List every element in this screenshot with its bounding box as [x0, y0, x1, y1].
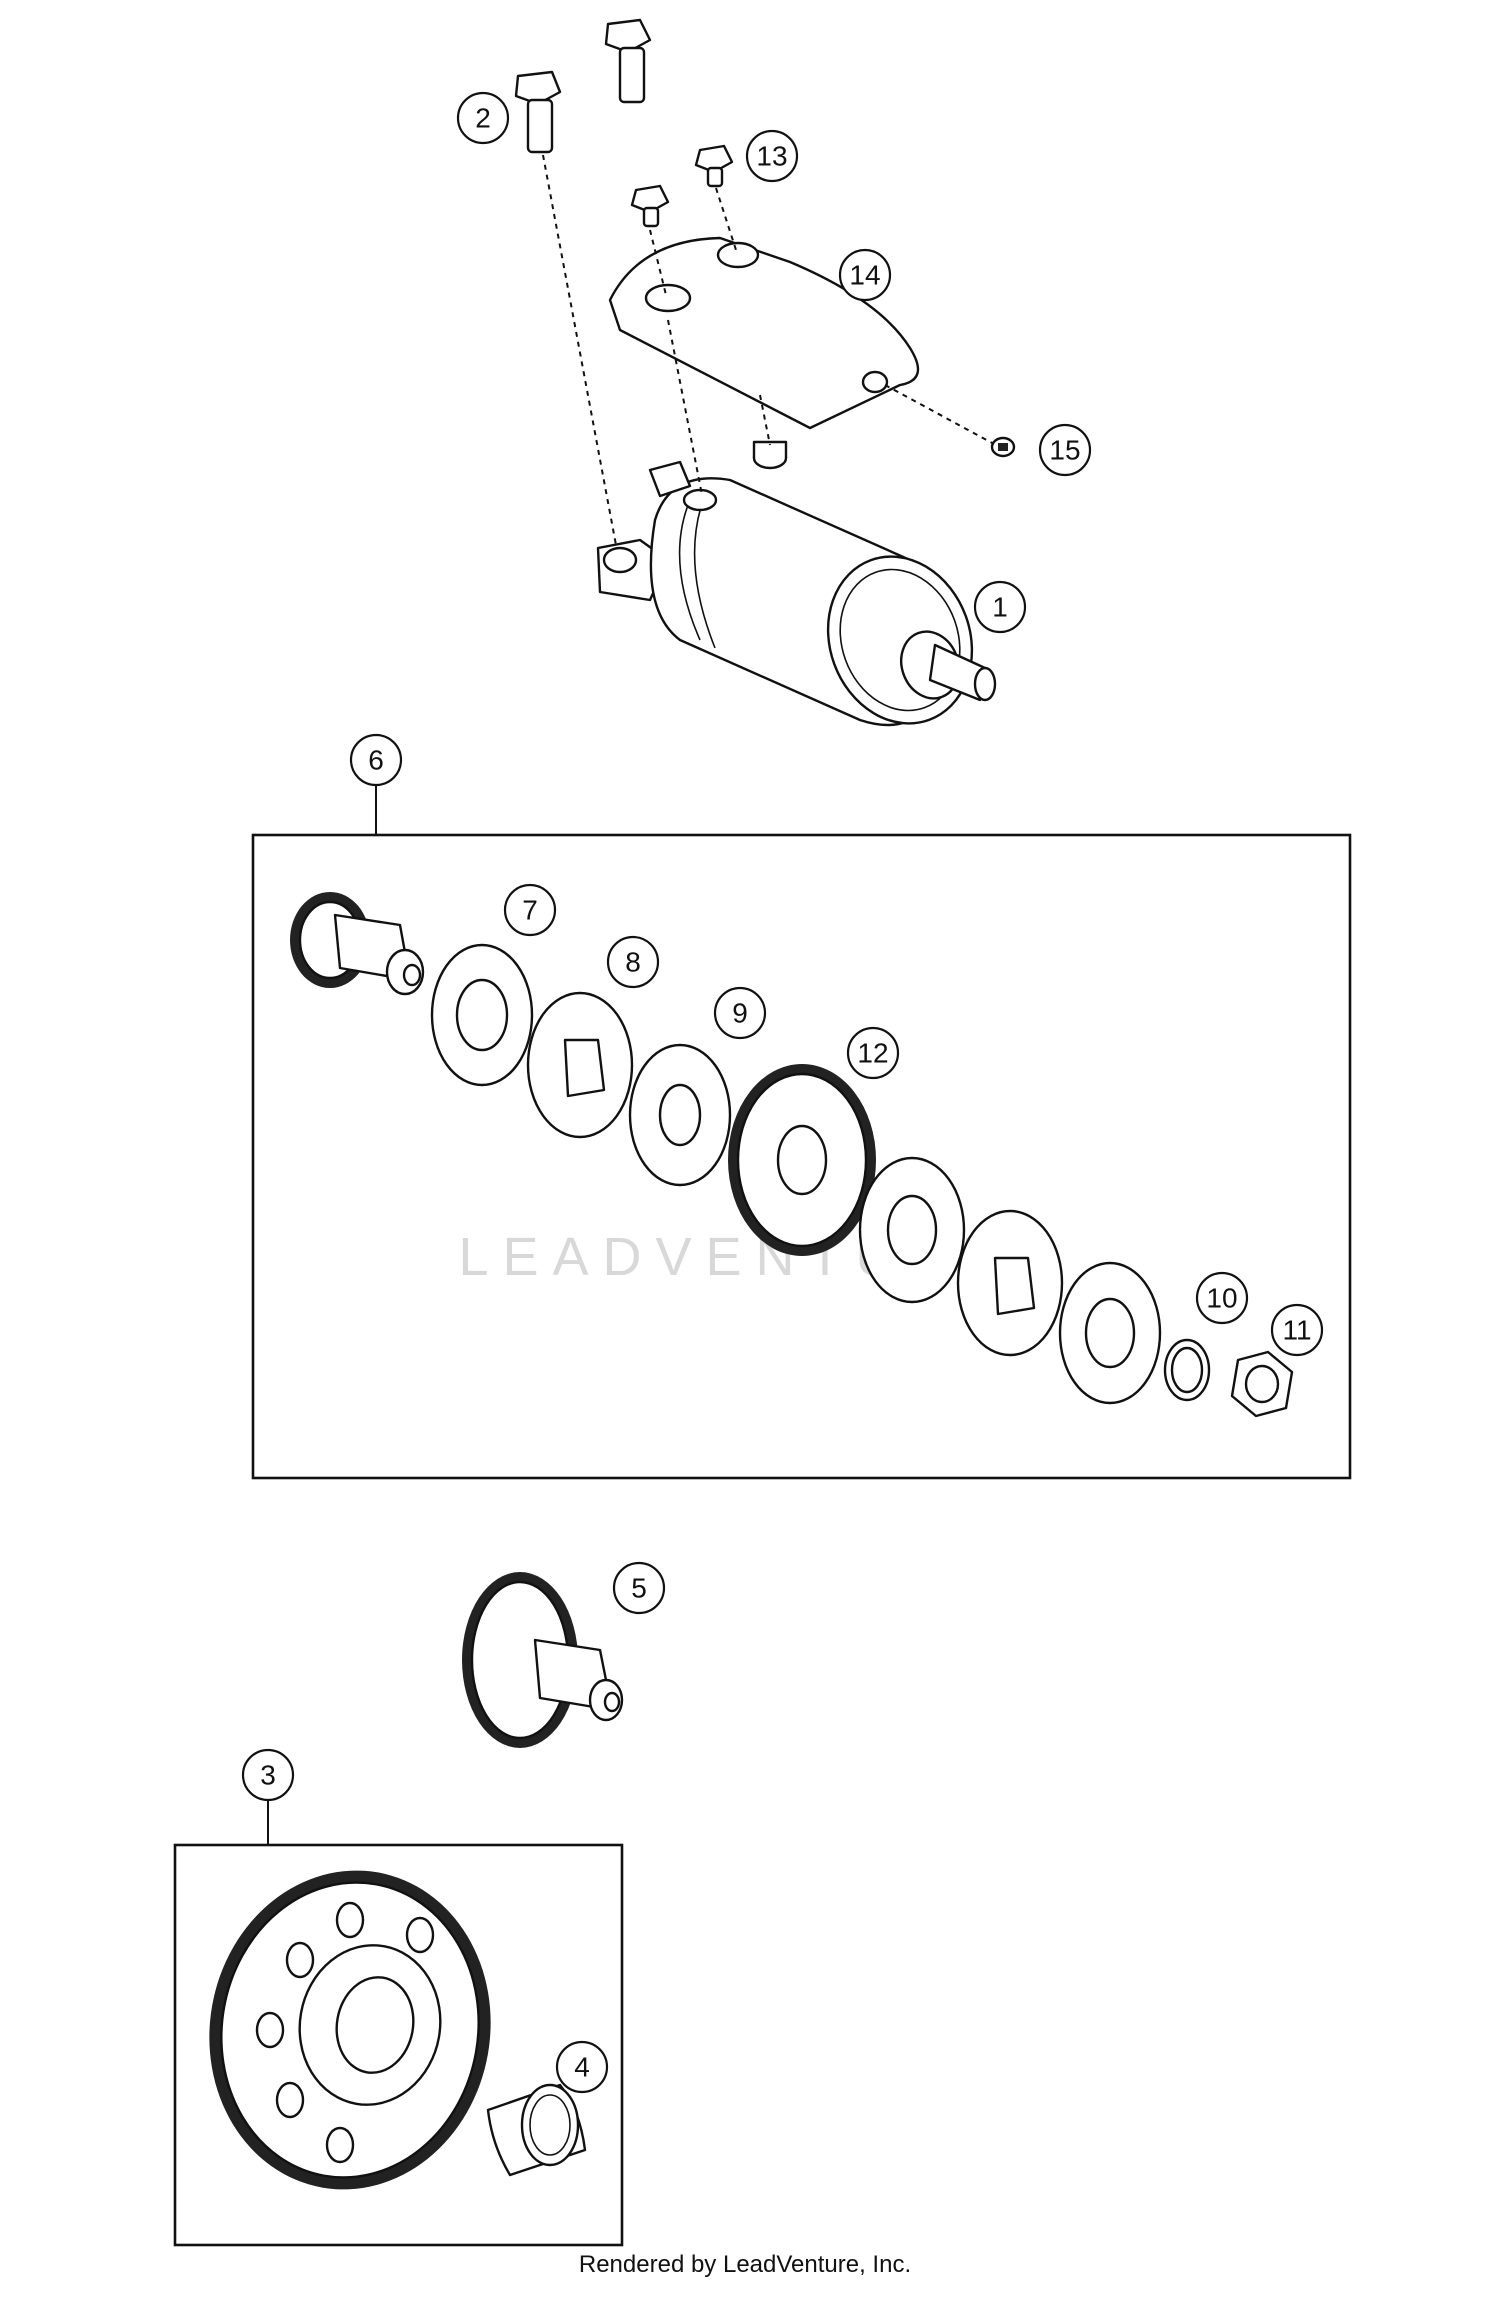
callout-13: 13: [745, 129, 799, 183]
callout-12: 12: [846, 1026, 900, 1080]
callout-6: 6: [349, 733, 403, 787]
gear-part-5: [462, 1572, 624, 1748]
callout-9: 9: [713, 986, 767, 1040]
render-credit: Rendered by LeadVenture, Inc.: [579, 2251, 911, 2278]
gear-part-12: [728, 1064, 876, 1256]
assembly-line-13b: [715, 187, 737, 251]
assembly-frame-6: [251, 833, 1352, 1480]
nut-part-11: [1230, 1350, 1294, 1418]
assembly-frame-3: [173, 1843, 624, 2247]
svg-text:6: 6: [368, 745, 384, 776]
callout-7: 7: [503, 883, 557, 937]
starter-motor: [596, 440, 997, 727]
washer-part-9: [628, 1043, 732, 1187]
svg-text:13: 13: [756, 141, 787, 172]
svg-text:14: 14: [849, 260, 880, 291]
callout-10: 10: [1195, 1271, 1249, 1325]
callout-11: 11: [1270, 1303, 1324, 1357]
svg-text:2: 2: [475, 103, 491, 134]
svg-text:4: 4: [574, 2052, 590, 2083]
bolt-cover-left: [630, 184, 670, 228]
assembly-line-13a: [649, 229, 667, 296]
assembly-line-cover-b: [759, 394, 771, 446]
bolt-part-13: [694, 144, 734, 188]
callout-5: 5: [612, 1561, 666, 1615]
svg-text:11: 11: [1282, 1315, 1311, 1346]
callout-8: 8: [606, 935, 660, 989]
callout-15: 15: [1038, 423, 1092, 477]
bolt-part-2: [514, 70, 562, 154]
assembly-line-2: [542, 154, 617, 546]
svg-text:8: 8: [625, 947, 641, 978]
ring-gear-part-3: [209, 1870, 491, 2190]
washer-right-c: [1058, 1261, 1162, 1405]
svg-text:10: 10: [1206, 1283, 1237, 1314]
washer-right-a: [858, 1156, 966, 1304]
assembly-line-15: [884, 384, 995, 445]
ring-part-10: [1163, 1338, 1211, 1402]
bolt-upper: [604, 18, 652, 104]
callout-14: 14: [838, 248, 892, 302]
washer-part-7: [430, 943, 534, 1087]
svg-text:1: 1: [992, 592, 1008, 623]
washer-part-8: [526, 991, 634, 1139]
callout-4: 4: [555, 2040, 609, 2094]
svg-text:15: 15: [1049, 435, 1080, 466]
svg-text:3: 3: [260, 1760, 276, 1791]
callout-3: 3: [241, 1748, 295, 1802]
bearing-part-4: [486, 2083, 587, 2177]
callout-2: 2: [456, 91, 510, 145]
screw-part-15: [990, 436, 1016, 458]
pinion-gear: [290, 892, 425, 996]
svg-text:7: 7: [522, 895, 538, 926]
washer-right-b: [956, 1209, 1064, 1357]
callout-1: 1: [973, 580, 1027, 634]
svg-text:12: 12: [857, 1038, 888, 1069]
svg-text:9: 9: [732, 998, 748, 1029]
svg-text:5: 5: [631, 1573, 647, 1604]
